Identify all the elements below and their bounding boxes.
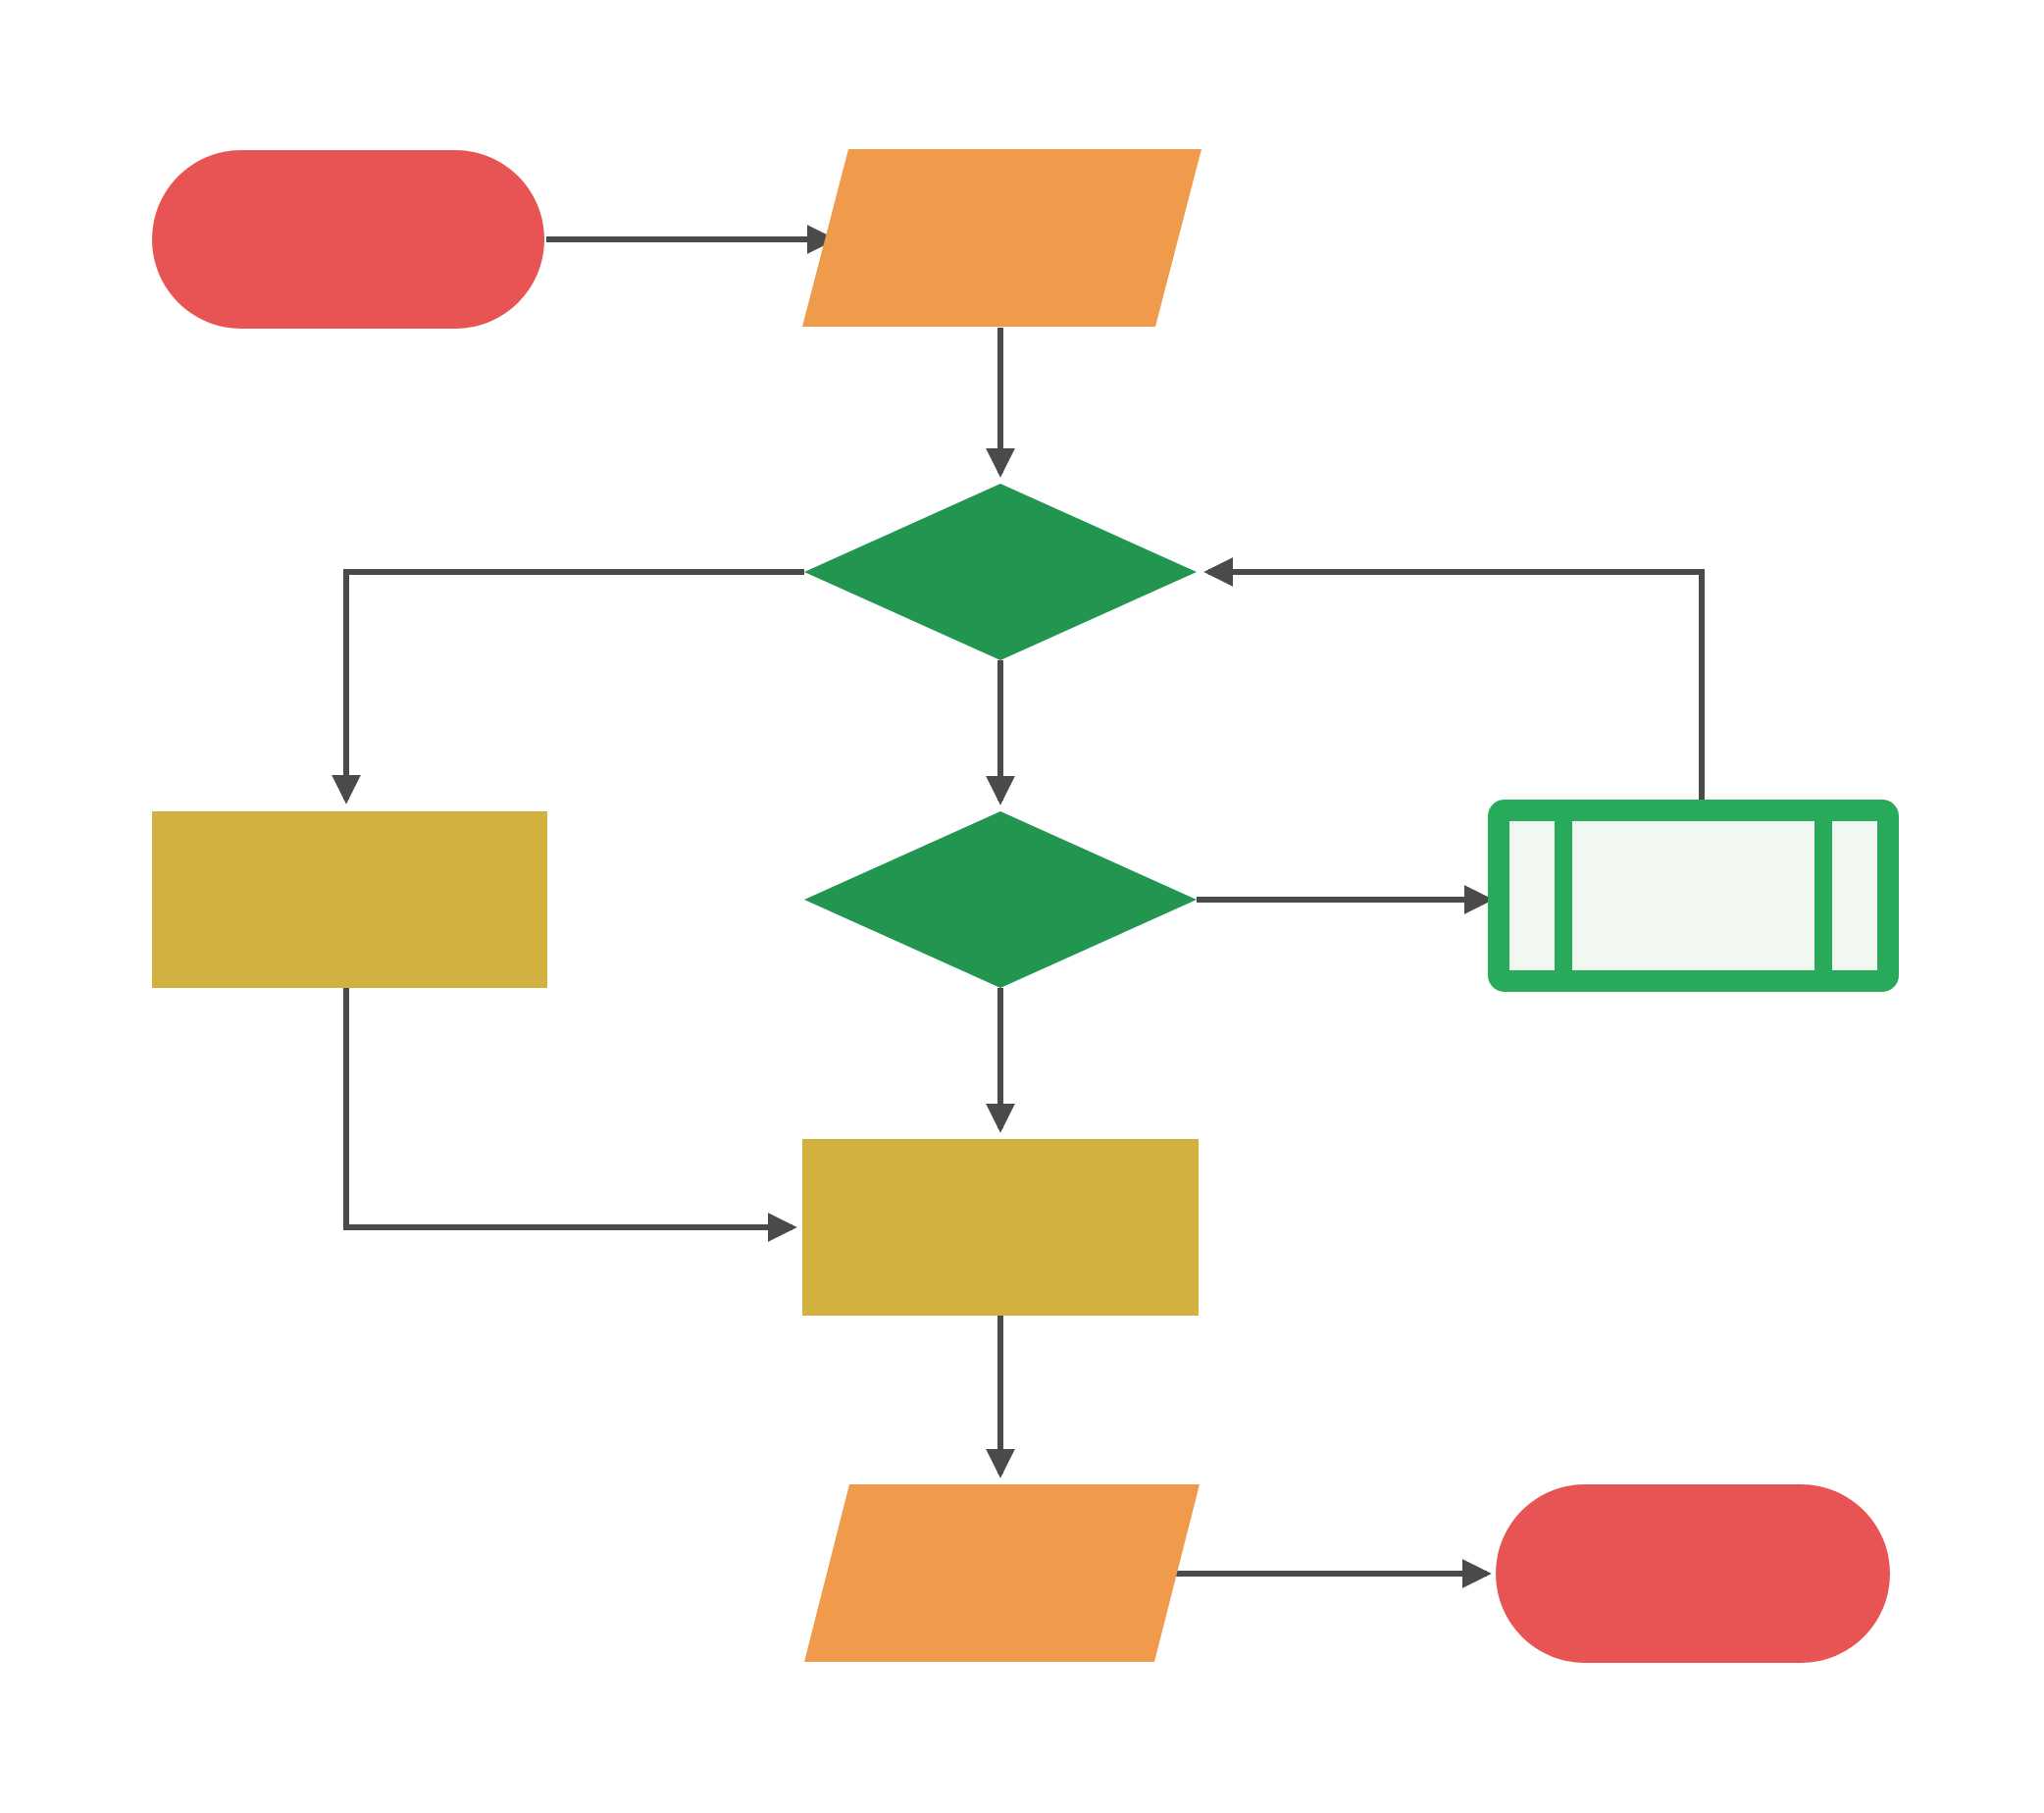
- process-left-rect-shape[interactable]: [152, 811, 547, 988]
- node-input[interactable]: [802, 149, 1201, 327]
- process-center-rect-shape[interactable]: [802, 1139, 1199, 1316]
- decision-1-diamond-shape[interactable]: [804, 484, 1197, 660]
- edge-process-left-to-process-center[interactable]: [343, 988, 797, 1242]
- node-subroutine[interactable]: [1488, 800, 1899, 992]
- end-terminator-shape[interactable]: [1496, 1484, 1890, 1663]
- node-end[interactable]: [1496, 1484, 1890, 1663]
- decision-2-diamond-shape[interactable]: [804, 811, 1197, 988]
- node-start[interactable]: [152, 150, 544, 329]
- node-process-center[interactable]: [802, 1139, 1199, 1316]
- edge-subroutine-to-decision-1[interactable]: [1203, 557, 1705, 807]
- subroutine-outer-shape[interactable]: [1488, 800, 1899, 992]
- edge-layer: [332, 225, 1705, 1588]
- node-decision-2[interactable]: [804, 811, 1197, 988]
- input-parallelogram-shape[interactable]: [802, 149, 1201, 327]
- node-process-left[interactable]: [152, 811, 547, 988]
- edge-decision-1-to-process-left[interactable]: [332, 569, 804, 804]
- node-layer: [152, 149, 1899, 1663]
- node-decision-1[interactable]: [804, 484, 1197, 660]
- output-parallelogram-shape[interactable]: [804, 1484, 1200, 1662]
- node-output[interactable]: [804, 1484, 1200, 1662]
- start-terminator-shape[interactable]: [152, 150, 544, 329]
